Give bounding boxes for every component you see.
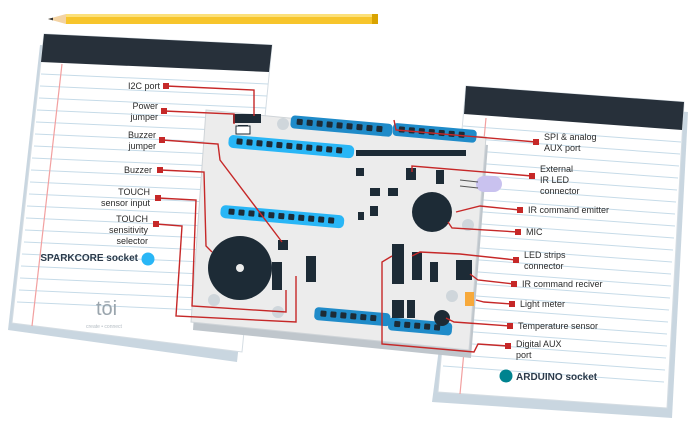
temperature-sensor-component	[434, 310, 450, 326]
label-buzzer-jumper-line1: Buzzer	[128, 130, 156, 140]
touch-selector	[272, 262, 282, 290]
buzzer-jumper	[278, 240, 288, 250]
sparkcore-header-top	[228, 135, 355, 159]
label-buzzer: Buzzer	[124, 165, 152, 175]
label-led-strips-line2: connector	[524, 261, 564, 271]
leader-lines-left	[153, 83, 297, 323]
led-strips-connector	[392, 244, 404, 284]
header-bottom-left	[314, 307, 391, 327]
label-spi-aux-line2: AUX port	[544, 143, 581, 153]
left-labels: I2C port Power jumper Buzzer jumper Buzz…	[40, 81, 160, 266]
left-notepad-header	[41, 34, 272, 72]
shield-board	[190, 109, 502, 358]
header-top-left	[290, 115, 393, 137]
i2c-connector	[233, 114, 261, 123]
label-arduino-socket: ARDUINO socket	[516, 372, 598, 383]
leader-lines-right	[381, 119, 539, 353]
header-row-small	[356, 150, 466, 156]
label-touch-input-line2: sensor input	[101, 198, 151, 208]
label-sparkcore-socket: SPARKCORE socket	[40, 253, 138, 264]
label-buzzer-jumper-line2: jumper	[127, 141, 156, 151]
label-touch-selector-line1: TOUCH	[116, 214, 148, 224]
label-power-jumper-line1: Power	[132, 101, 158, 111]
logo-subtext: create • connect	[86, 324, 123, 330]
mic-component	[412, 192, 452, 232]
right-notepad-header	[464, 86, 684, 130]
label-touch-input-line1: TOUCH	[118, 187, 150, 197]
header-bottom-right	[388, 317, 453, 336]
light-meter-component	[465, 292, 474, 306]
arduino-socket-dot	[499, 369, 513, 383]
label-digital-aux-line2: port	[516, 350, 532, 360]
label-ir-emitter: IR command emitter	[528, 205, 609, 215]
label-mic: MIC	[526, 227, 543, 237]
ext-ir-connector	[406, 168, 416, 180]
label-ir-receiver: IR command reciver	[522, 279, 603, 289]
label-touch-selector-line3: selector	[116, 236, 148, 246]
label-touch-selector-line2: sensitivity	[109, 225, 149, 235]
label-i2c-port: I2C port	[128, 81, 161, 91]
sparkcore-header-bottom	[220, 205, 345, 229]
toi-logo: tōi create • connect	[86, 298, 123, 330]
label-ext-ir-line2: IR LED	[540, 175, 570, 185]
label-spi-aux-line1: SPI & analog	[544, 132, 597, 142]
label-led-strips-line1: LED strips	[524, 250, 566, 260]
ir-led-component	[459, 176, 502, 192]
label-temperature-sensor: Temperature sensor	[518, 321, 598, 331]
label-digital-aux-line1: Digital AUX	[516, 339, 562, 349]
label-ext-ir-line1: External	[540, 164, 573, 174]
right-labels: SPI & analog AUX port External IR LED co…	[499, 132, 609, 383]
sparkcore-socket-dot	[141, 252, 155, 266]
buzzer-component	[208, 236, 272, 300]
pencil	[48, 14, 378, 24]
ir-receiver	[456, 260, 472, 280]
label-power-jumper-line2: jumper	[129, 112, 158, 122]
label-ext-ir-line3: connector	[540, 186, 580, 196]
ir-connector-pins	[436, 170, 444, 184]
label-light-meter: Light meter	[520, 299, 565, 309]
logo-text: tōi	[96, 298, 117, 320]
